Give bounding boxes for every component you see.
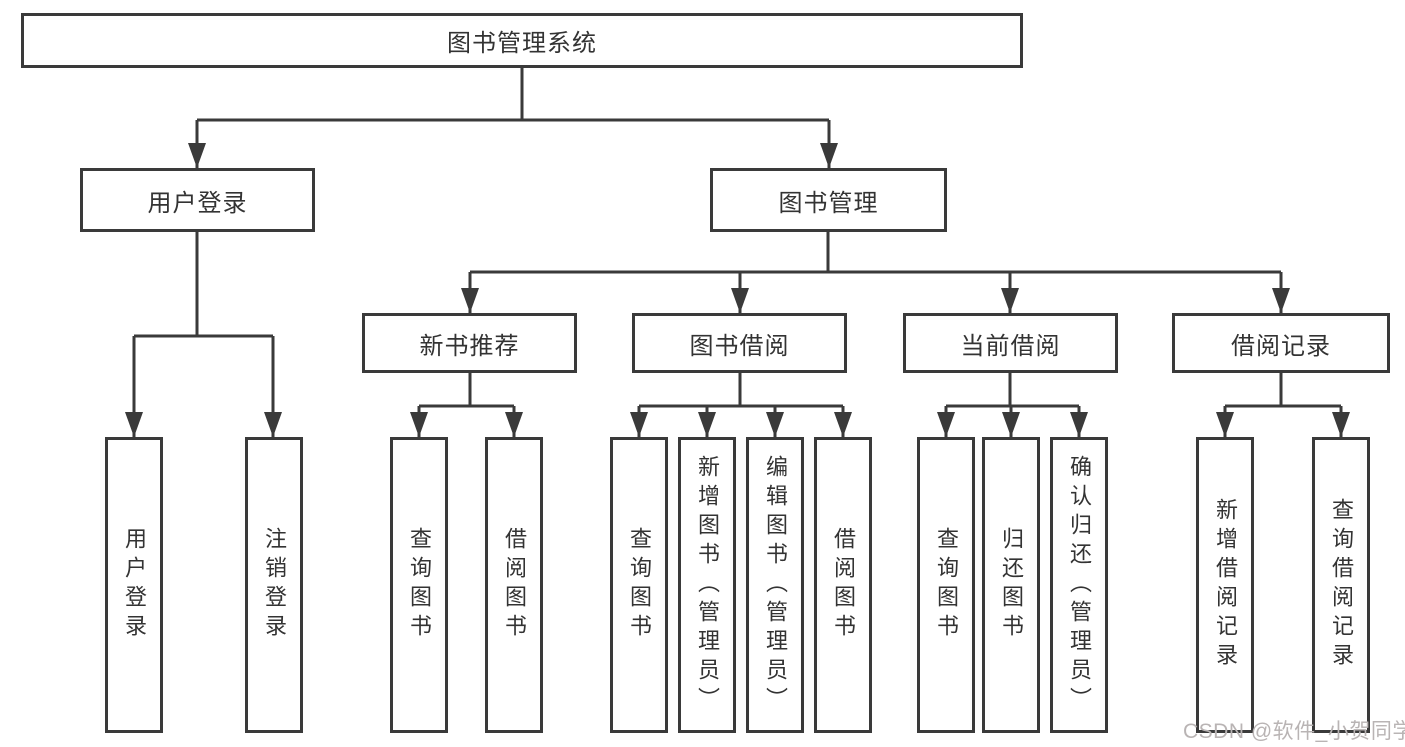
arrow-down-icon [834, 412, 852, 437]
arrow-down-icon [766, 412, 784, 437]
node-borrow-record: 借阅记录 [1172, 313, 1390, 373]
leaf-query-book: 查询图书 [917, 437, 975, 733]
arrow-down-icon [820, 143, 838, 168]
leaf-query-book-label: 查询图书 [407, 527, 432, 643]
arrow-down-icon [731, 288, 749, 313]
arrow-down-icon [505, 412, 523, 437]
arrowheads [125, 143, 1350, 437]
arrow-down-icon [630, 412, 648, 437]
node-book-management-label: 图书管理 [778, 189, 879, 217]
leaf-edit-book-admin-label: 编辑图书（管理员） [763, 454, 788, 716]
leaf-edit-book-admin: 编辑图书（管理员） [746, 437, 804, 733]
leaf-user-login: 用户登录 [105, 437, 163, 733]
leaf-add-borrow-record: 新增借阅记录 [1196, 437, 1254, 733]
node-book-management: 图书管理 [710, 168, 947, 232]
leaf-query-book-label: 查询图书 [627, 527, 652, 643]
node-book-borrow: 图书借阅 [632, 313, 847, 373]
leaf-return-book: 归还图书 [982, 437, 1040, 733]
arrow-down-icon [188, 143, 206, 168]
node-user-login-label: 用户登录 [147, 189, 248, 217]
connector-newbook-to-leaves [417, 373, 516, 437]
leaf-borrow-book-label: 借阅图书 [831, 527, 856, 643]
node-user-login: 用户登录 [80, 168, 315, 232]
arrow-down-icon [937, 412, 955, 437]
leaf-add-book-admin-label: 新增图书（管理员） [695, 454, 720, 716]
node-book-borrow-label: 图书借阅 [689, 332, 790, 360]
node-current-borrow-label: 当前借阅 [960, 332, 1061, 360]
connector-borrowrecord-to-leaves [1223, 373, 1343, 437]
arrow-down-icon [410, 412, 428, 437]
connector-userlogin-to-leaves [132, 232, 275, 437]
leaf-query-borrow-record: 查询借阅记录 [1312, 437, 1370, 733]
leaf-borrow-book: 借阅图书 [485, 437, 543, 733]
arrow-down-icon [1332, 412, 1350, 437]
arrow-down-icon [264, 412, 282, 437]
csdn-watermark: CSDN @软件_小贺同学 [1183, 720, 1405, 743]
node-current-borrow: 当前借阅 [903, 313, 1118, 373]
node-new-book-recommend-label: 新书推荐 [419, 332, 520, 360]
leaf-query-book: 查询图书 [610, 437, 668, 733]
leaf-add-borrow-record-label: 新增借阅记录 [1213, 498, 1238, 672]
arrow-down-icon [1002, 412, 1020, 437]
leaf-query-book-label: 查询图书 [934, 527, 959, 643]
connector-root-to-level2 [195, 68, 831, 168]
leaf-borrow-book: 借阅图书 [814, 437, 872, 733]
node-root-system-label: 图书管理系统 [447, 30, 597, 57]
connector-bookmgmt-to-level3 [468, 232, 1283, 313]
connector-bookborrow-to-leaves [637, 373, 845, 437]
leaf-user-login-label: 用户登录 [122, 527, 147, 643]
arrow-down-icon [125, 412, 143, 437]
leaf-borrow-book-label: 借阅图书 [502, 527, 527, 643]
arrow-down-icon [1070, 412, 1088, 437]
leaf-confirm-return-admin-label: 确认归还（管理员） [1067, 454, 1092, 716]
leaf-query-book: 查询图书 [390, 437, 448, 733]
arrow-down-icon [698, 412, 716, 437]
leaf-logout-label: 注销登录 [262, 527, 287, 643]
arrow-down-icon [1272, 288, 1290, 313]
leaf-add-book-admin: 新增图书（管理员） [678, 437, 736, 733]
node-new-book-recommend: 新书推荐 [362, 313, 577, 373]
arrow-down-icon [1216, 412, 1234, 437]
arrow-down-icon [461, 288, 479, 313]
leaf-query-borrow-record-label: 查询借阅记录 [1329, 498, 1354, 672]
leaf-confirm-return-admin: 确认归还（管理员） [1050, 437, 1108, 733]
node-borrow-record-label: 借阅记录 [1231, 332, 1331, 360]
leaf-return-book-label: 归还图书 [999, 527, 1024, 643]
leaf-logout: 注销登录 [245, 437, 303, 733]
arrow-down-icon [1001, 288, 1019, 313]
node-root-system: 图书管理系统 [21, 13, 1023, 68]
